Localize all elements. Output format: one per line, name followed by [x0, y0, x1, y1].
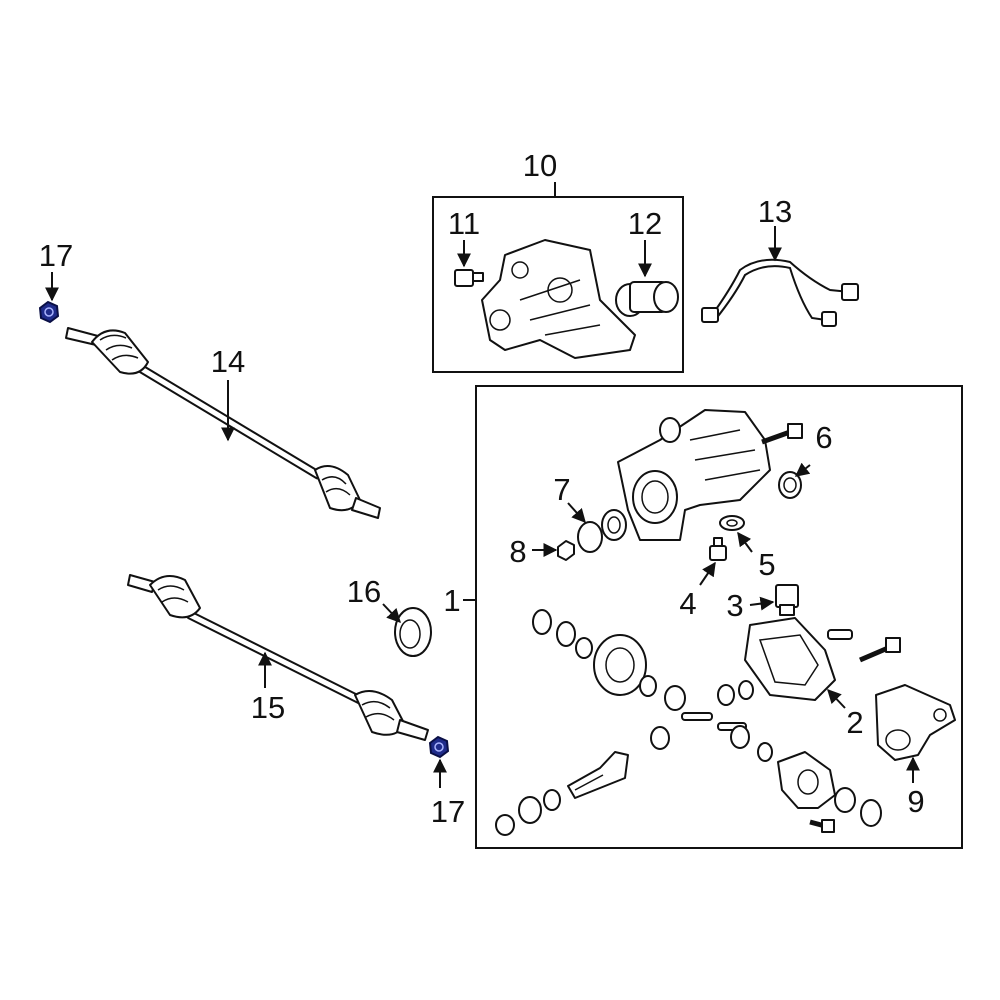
box-assembly-1: [475, 385, 963, 849]
mount-bracket-9[interactable]: [875, 684, 956, 761]
bolt-top[interactable]: [761, 423, 803, 445]
callout-9: 9: [907, 784, 924, 819]
ring-gear[interactable]: [593, 634, 647, 696]
drive-pinion[interactable]: [567, 751, 629, 799]
callout-8: 8: [509, 534, 526, 569]
callout-3: 3: [726, 588, 743, 623]
plug-4[interactable]: [709, 537, 727, 561]
cover-2[interactable]: [744, 617, 836, 701]
callout-7: 7: [553, 472, 570, 507]
wire-harness-13[interactable]: [701, 258, 859, 327]
callout-6: 6: [815, 420, 832, 455]
pinion-gears[interactable]: [650, 725, 750, 750]
sensor-3[interactable]: [775, 584, 799, 616]
bearing-stack-bottom[interactable]: [495, 789, 561, 836]
differential-carrier[interactable]: [617, 409, 771, 541]
seal-ring-7[interactable]: [577, 509, 627, 553]
callout-14: 14: [211, 344, 245, 379]
sensor-11[interactable]: [454, 269, 484, 287]
housing-cover-10[interactable]: [481, 239, 636, 359]
bearing-stack-right[interactable]: [757, 742, 882, 827]
seal-small-top[interactable]: [659, 417, 681, 443]
callout-12: 12: [628, 206, 662, 241]
callout-4: 4: [679, 586, 696, 621]
axle-shaft-15[interactable]: [127, 574, 429, 741]
bolt-right[interactable]: [859, 637, 901, 663]
actuator-12[interactable]: [615, 281, 679, 317]
callout-15: 15: [251, 690, 285, 725]
callout-17-top: 17: [39, 238, 73, 273]
callout-16: 16: [347, 574, 381, 609]
diff-case[interactable]: [777, 751, 836, 809]
callout-2: 2: [846, 705, 863, 740]
leader-5: [737, 531, 753, 553]
callout-17-bottom: 17: [431, 794, 465, 829]
leader-4: [699, 561, 716, 586]
nut-8[interactable]: [557, 540, 575, 561]
callout-13: 13: [758, 194, 792, 229]
nut-17-top[interactable]: [38, 300, 60, 324]
callout-1: 1: [443, 583, 460, 618]
nut-17-bottom[interactable]: [428, 735, 450, 759]
callout-10: 10: [523, 148, 557, 183]
oil-seal-6[interactable]: [778, 471, 802, 499]
pin-dowel[interactable]: [827, 629, 853, 640]
box-inset-10: [432, 196, 684, 373]
bearing-stack-left[interactable]: [532, 609, 593, 659]
leader-2: [827, 688, 846, 709]
leader-3: [749, 596, 775, 611]
seal-16[interactable]: [394, 607, 432, 657]
leader-16: [382, 603, 401, 624]
callout-5: 5: [758, 547, 775, 582]
leader-7: [567, 502, 586, 524]
side-gears[interactable]: [639, 675, 754, 731]
bolt-bottom[interactable]: [809, 819, 835, 833]
callout-11: 11: [448, 206, 480, 241]
washer-5[interactable]: [719, 515, 745, 531]
leader-6: [794, 462, 811, 477]
